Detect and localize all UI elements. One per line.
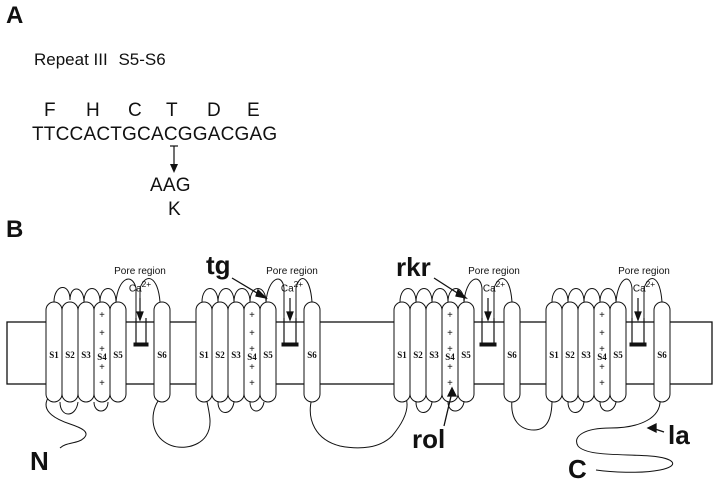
dna-sequence: TTCCACTGCACGGACGAG [32, 124, 278, 145]
amino-acid-H: H [86, 100, 100, 121]
pore-text: Pore region [114, 266, 166, 277]
pore-label-3: Pore region Ca2+ [454, 266, 534, 295]
svg-text:+: + [249, 344, 255, 355]
n-terminus-label: N [30, 446, 49, 476]
d2-s2: S2 [215, 350, 225, 360]
mutation-tg: tg [206, 250, 231, 280]
mutation-rkr: rkr [396, 252, 431, 282]
svg-text:+: + [599, 344, 605, 355]
d4-s3: S3 [581, 350, 591, 360]
d4-s2: S2 [565, 350, 575, 360]
d3-s4: S4 [445, 352, 455, 362]
d3-s1: S1 [397, 350, 407, 360]
d3-s2: S2 [413, 350, 423, 360]
linker-2-3 [309, 397, 408, 449]
mutation-rol: rol [412, 424, 446, 454]
linker-1-2 [152, 395, 211, 448]
panel-a-label: A [6, 2, 24, 29]
d3-s6: S6 [507, 350, 517, 360]
d4-s1: S1 [549, 350, 559, 360]
segment-label: S5-S6 [118, 50, 166, 69]
d2-s5: S5 [263, 350, 273, 360]
d1-s6: S6 [157, 350, 167, 360]
d1-s3: S3 [81, 350, 91, 360]
svg-text:+: + [249, 362, 255, 373]
pore-label-1: Pore region Ca2+ [100, 266, 180, 295]
c-terminal-tail [576, 397, 673, 473]
d1-s5: S5 [113, 350, 123, 360]
d4-s4: S4 [597, 352, 607, 362]
svg-text:+: + [599, 378, 605, 389]
d2-s1: S1 [199, 350, 209, 360]
d2-s6: S6 [307, 350, 317, 360]
amino-acid-T: T [166, 100, 178, 121]
domain-III [393, 278, 521, 413]
domain-I [45, 278, 171, 415]
svg-text:+: + [99, 362, 105, 373]
svg-text:+: + [99, 310, 105, 321]
d1-s1: S1 [49, 350, 59, 360]
svg-text:+: + [447, 344, 453, 355]
d4-s5: S5 [613, 350, 623, 360]
amino-acid-F: F [44, 100, 56, 121]
mutant-codon: AAG [150, 175, 191, 196]
svg-text:+: + [447, 378, 453, 389]
repeat-label: Repeat III [34, 50, 108, 69]
calcium-text: Ca2+ [632, 279, 656, 295]
s4-charges: + + + + + + + + + + + + + + + + + + + + [99, 310, 605, 389]
svg-text:+: + [599, 362, 605, 373]
mutant-amino-acid: K [168, 199, 181, 220]
svg-text:+: + [447, 310, 453, 321]
linker-3-4 [511, 399, 553, 431]
domain-II [195, 278, 321, 413]
svg-text:+: + [249, 378, 255, 389]
d2-s4: S4 [247, 352, 257, 362]
svg-text:+: + [99, 344, 105, 355]
svg-text:+: + [599, 328, 605, 339]
amino-acid-C: C [128, 100, 142, 121]
calcium-text: Ca2+ [128, 279, 152, 295]
pore-text: Pore region [618, 266, 670, 277]
svg-text:+: + [99, 328, 105, 339]
mutation-pointers [231, 277, 665, 434]
d2-s3: S3 [231, 350, 241, 360]
segment-labels: S1 S2 S3 S4 S5 S6 S1 S2 S3 S4 S5 S6 S1 S… [49, 350, 667, 362]
n-terminal-tail [45, 397, 87, 449]
pore-arrows [136, 298, 642, 322]
d1-s4: S4 [97, 352, 107, 362]
d4-s6: S6 [657, 350, 667, 360]
amino-acid-E: E [247, 100, 260, 121]
svg-text:+: + [249, 310, 255, 321]
pore-label-2: Pore region Ca2+ [252, 266, 332, 295]
pore-text: Pore region [468, 266, 520, 277]
svg-text:+: + [99, 378, 105, 389]
d1-s2: S2 [65, 350, 75, 360]
panel-b-label: B [6, 216, 24, 243]
domain-IV [545, 278, 671, 413]
svg-text:+: + [447, 362, 453, 373]
svg-text:+: + [249, 328, 255, 339]
c-terminus-label: C [568, 454, 587, 484]
calcium-text: Ca2+ [482, 279, 506, 295]
svg-text:+: + [447, 328, 453, 339]
d3-s5: S5 [461, 350, 471, 360]
calcium-text: Ca2+ [280, 279, 304, 295]
pore-text: Pore region [266, 266, 318, 277]
mutation-la: la [668, 420, 690, 450]
amino-acid-D: D [207, 100, 221, 121]
panel-a-title: Repeat III S5-S6 [34, 50, 166, 70]
pore-label-4: Pore region Ca2+ [604, 266, 684, 295]
svg-text:+: + [599, 310, 605, 321]
d3-s3: S3 [429, 350, 439, 360]
